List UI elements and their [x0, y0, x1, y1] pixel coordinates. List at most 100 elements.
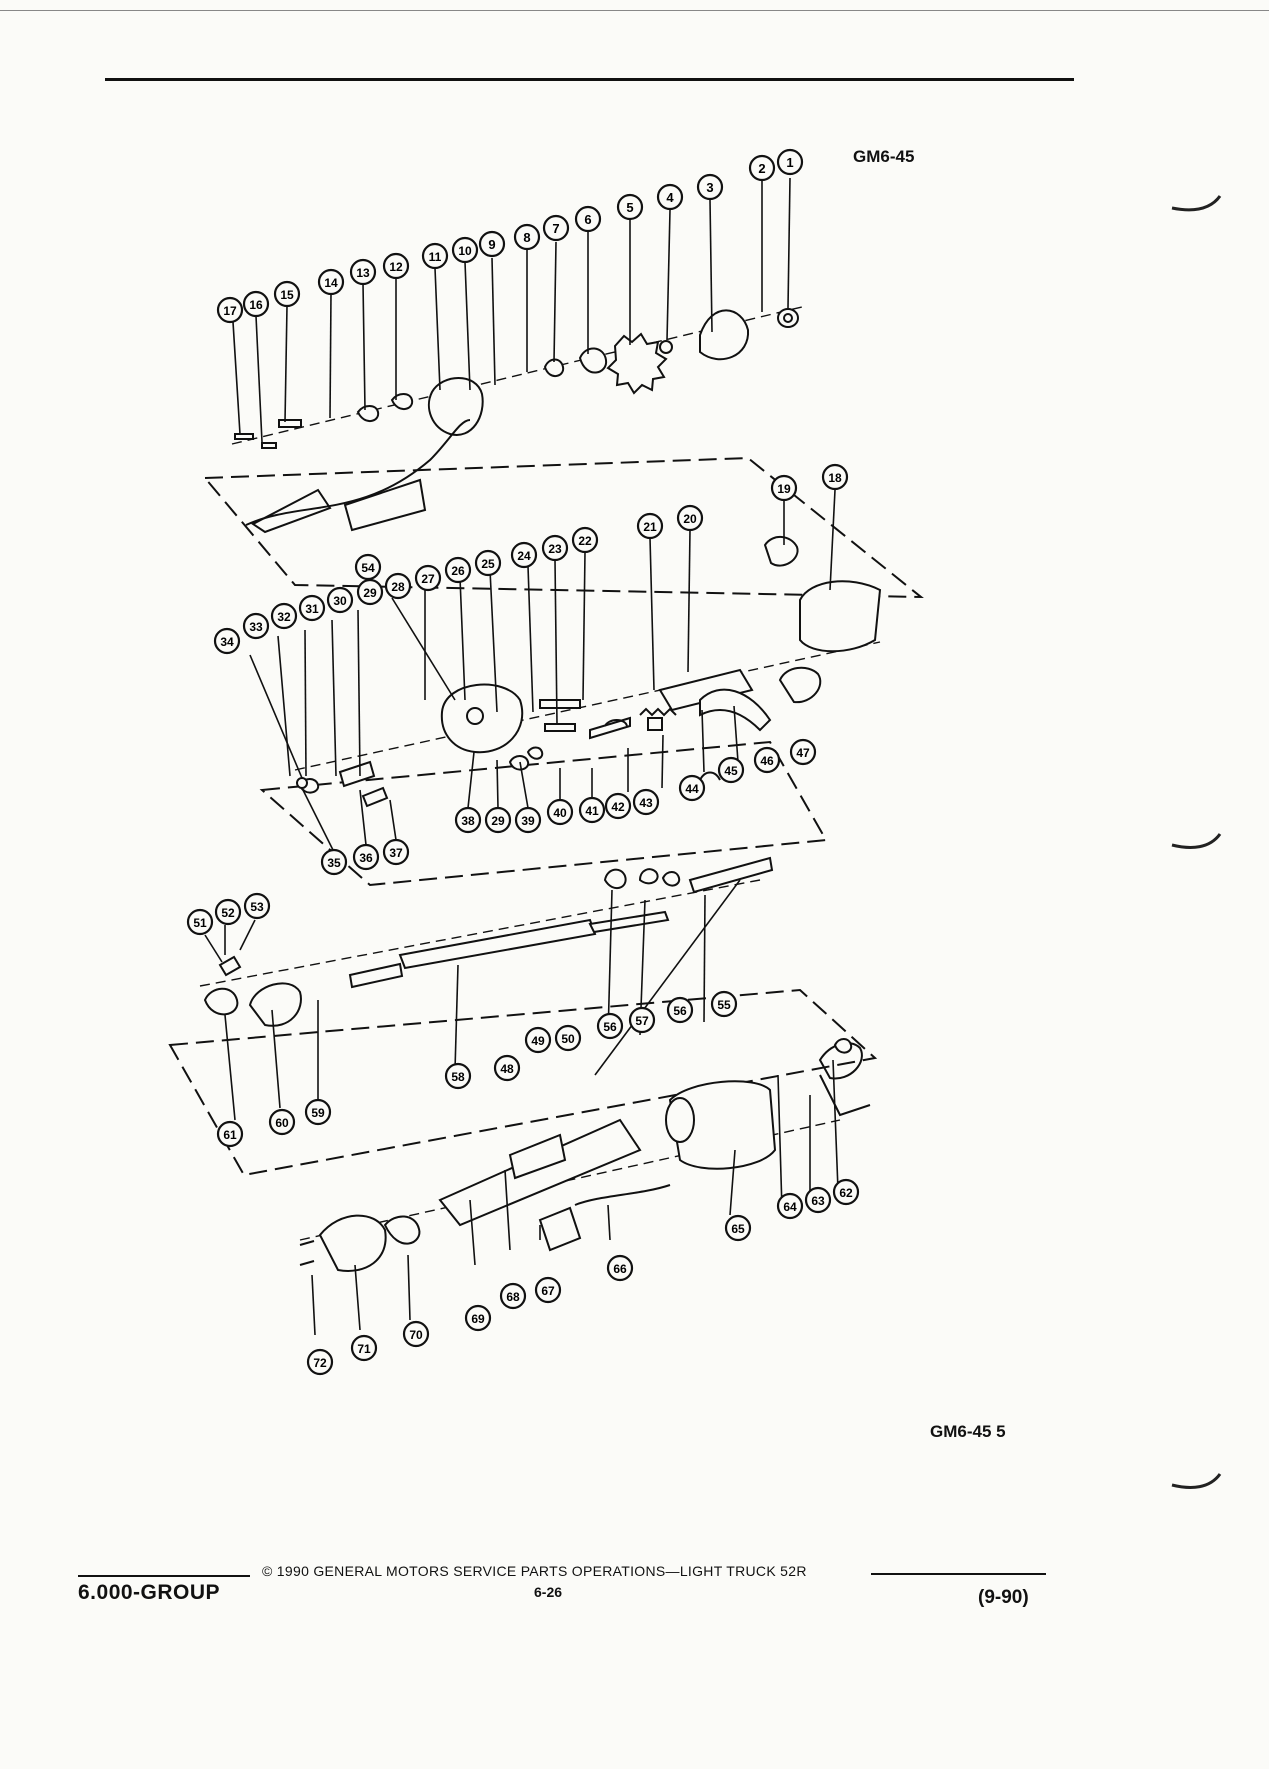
figure-code: GM6-45	[853, 147, 915, 166]
svg-text:1: 1	[786, 155, 793, 170]
svg-text:18: 18	[828, 471, 842, 485]
binder-tab-marks	[1171, 195, 1222, 1489]
svg-text:13: 13	[356, 266, 370, 280]
svg-text:22: 22	[578, 534, 592, 548]
callout-44: 44	[678, 774, 706, 802]
callout-43: 43	[632, 788, 660, 816]
callout-18: 18	[821, 463, 849, 491]
svg-text:3: 3	[706, 180, 713, 195]
svg-text:7: 7	[552, 221, 559, 236]
callout-26: 26	[444, 556, 472, 584]
svg-text:62: 62	[839, 1186, 853, 1200]
callout-52: 52	[214, 898, 242, 926]
callout-62: 62	[832, 1178, 860, 1206]
callout-35: 35	[320, 848, 348, 876]
callout-31: 31	[298, 594, 326, 622]
svg-text:21: 21	[643, 520, 657, 534]
svg-text:19: 19	[777, 482, 791, 496]
callout-27: 27	[414, 564, 442, 592]
callout-45: 45	[717, 756, 745, 784]
footer-rule-right	[871, 1573, 1046, 1575]
svg-text:32: 32	[277, 610, 291, 624]
footer-copyright: © 1990 GENERAL MOTORS SERVICE PARTS OPER…	[262, 1563, 807, 1579]
svg-text:27: 27	[421, 572, 435, 586]
header-rule	[105, 78, 1074, 81]
svg-text:46: 46	[760, 754, 774, 768]
svg-text:44: 44	[685, 782, 699, 796]
svg-text:68: 68	[506, 1290, 520, 1304]
callout-7: 7	[542, 214, 570, 242]
callout-13: 13	[349, 258, 377, 286]
svg-text:6: 6	[584, 212, 591, 227]
lower-shaft-parts	[203, 856, 774, 1027]
callout-51: 51	[186, 908, 214, 936]
callout-38: 38	[454, 806, 482, 834]
svg-text:35: 35	[327, 856, 341, 870]
callout-9: 9	[478, 230, 506, 258]
callout-46: 46	[753, 746, 781, 774]
callout-16: 16	[242, 290, 270, 318]
svg-text:37: 37	[389, 846, 403, 860]
callout-47: 47	[789, 738, 817, 766]
footer-page-number: 6-26	[534, 1584, 563, 1600]
callout-10: 10	[451, 236, 479, 264]
callout-25: 25	[474, 549, 502, 577]
svg-text:38: 38	[461, 814, 475, 828]
callout-70: 70	[402, 1320, 430, 1348]
callout-30: 30	[326, 586, 354, 614]
svg-text:33: 33	[249, 620, 263, 634]
svg-text:66: 66	[613, 1262, 627, 1276]
callout-28: 28	[384, 572, 412, 600]
svg-text:61: 61	[223, 1128, 237, 1142]
callout-59: 59	[304, 1098, 332, 1126]
svg-text:52: 52	[221, 906, 235, 920]
callout-33: 33	[242, 612, 270, 640]
svg-text:69: 69	[471, 1312, 485, 1326]
svg-text:41: 41	[585, 804, 599, 818]
svg-text:23: 23	[548, 542, 562, 556]
callout-6: 6	[574, 205, 602, 233]
svg-text:70: 70	[409, 1328, 423, 1342]
svg-text:30: 30	[333, 594, 347, 608]
svg-text:54: 54	[361, 561, 375, 575]
callout-29: 29	[356, 578, 384, 606]
svg-text:11: 11	[429, 250, 442, 264]
svg-text:59: 59	[311, 1106, 325, 1120]
callout-56-right: 56	[666, 996, 694, 1024]
callout-22: 22	[571, 526, 599, 554]
callout-17: 17	[216, 296, 244, 324]
svg-text:5: 5	[626, 200, 633, 215]
callout-54: 54	[354, 553, 382, 581]
footer-revision-date: (9-90)	[978, 1587, 1029, 1608]
footer-group-code: 6.000-GROUP	[78, 1581, 221, 1604]
callout-36: 36	[352, 843, 380, 871]
svg-text:28: 28	[391, 580, 405, 594]
svg-text:56: 56	[673, 1004, 687, 1018]
svg-text:2: 2	[758, 161, 765, 176]
callout-48: 48	[493, 1054, 521, 1082]
svg-text:8: 8	[523, 230, 530, 245]
callout-68: 68	[499, 1282, 527, 1310]
svg-text:72: 72	[313, 1356, 327, 1370]
svg-text:64: 64	[783, 1200, 797, 1214]
svg-text:12: 12	[389, 260, 403, 274]
svg-text:15: 15	[280, 288, 294, 302]
svg-text:43: 43	[639, 796, 653, 810]
svg-text:9: 9	[488, 237, 495, 252]
svg-text:10: 10	[458, 244, 472, 258]
svg-text:57: 57	[635, 1014, 649, 1028]
callout-19: 19	[770, 474, 798, 502]
callout-4: 4	[656, 183, 684, 211]
svg-text:36: 36	[359, 851, 373, 865]
callout-58: 58	[444, 1062, 472, 1090]
callout-34: 34	[213, 627, 241, 655]
callout-12: 12	[382, 252, 410, 280]
svg-text:25: 25	[481, 557, 495, 571]
svg-text:55: 55	[717, 998, 731, 1012]
svg-text:48: 48	[500, 1062, 514, 1076]
callout-55: 55	[710, 990, 738, 1018]
svg-text:16: 16	[249, 298, 263, 312]
svg-text:14: 14	[324, 276, 338, 290]
